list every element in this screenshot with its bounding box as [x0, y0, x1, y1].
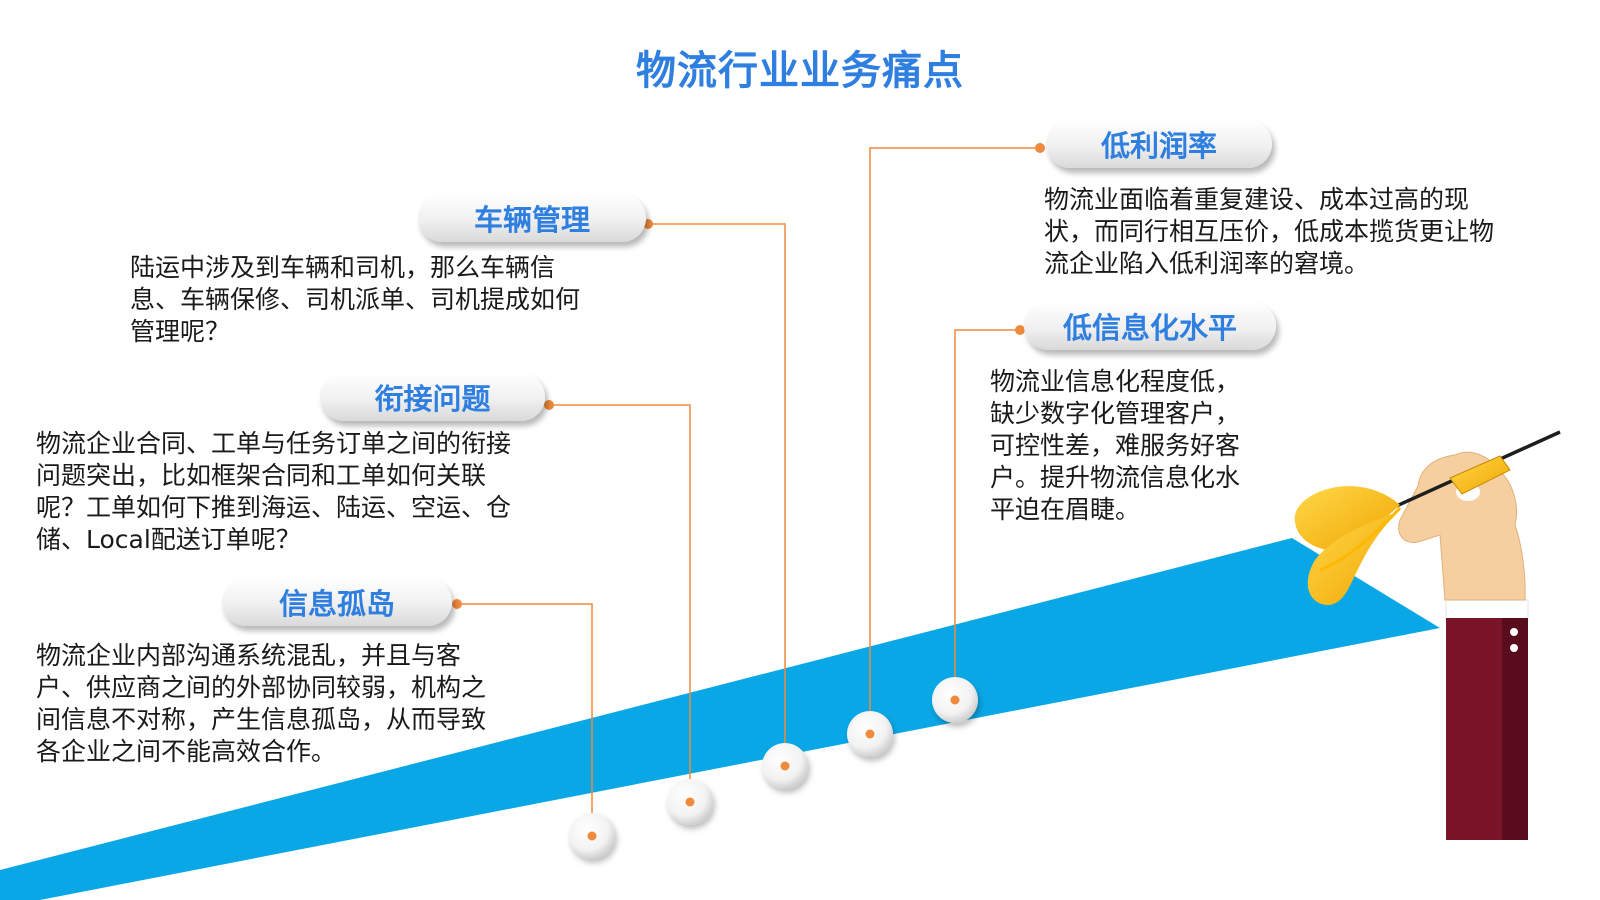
desc-low-informatization: 物流业信息化程度低，缺少数字化管理客户，可控性差，难服务好客户。提升物流信息化水…	[990, 367, 1241, 524]
pill-information-island: 信息孤岛	[222, 578, 452, 626]
desc-vehicle-management: 陆运中涉及到车辆和司机，那么车辆信息、车辆保修、司机派单、司机提成如何管理呢？	[130, 253, 581, 346]
milestone-circles	[569, 677, 978, 859]
connector-end-dots	[452, 143, 1045, 609]
connector-info-level	[954, 329, 1020, 700]
pill-low-profit: 低利润率	[1046, 120, 1272, 168]
desc-low-profit: 物流业面临着重复建设、成本过高的现状，而同行相互压价，低成本揽货更让物流企业陷入…	[1044, 185, 1495, 278]
connector-lines	[457, 147, 1040, 836]
blue-diagonal-band	[0, 538, 1440, 900]
sleeve-icon	[1445, 599, 1529, 840]
pill-linkage-issue: 衔接问题	[320, 373, 545, 421]
desc-linkage-issue: 物流企业合同、工单与任务订单之间的衔接问题突出，比如框架合同和工单如何关联呢？工…	[36, 429, 512, 554]
pill-low-informatization: 低信息化水平	[1024, 302, 1276, 350]
connector-vehicle	[648, 223, 786, 766]
connector-profit	[869, 147, 1040, 734]
connector-linkage	[549, 404, 691, 802]
desc-information-island: 物流企业内部沟通系统混乱，并且与客户、供应商之间的外部协同较弱，机构之间信息不对…	[36, 641, 487, 766]
connector-island	[457, 603, 593, 836]
dart-icon	[1294, 430, 1561, 606]
pill-vehicle-management: 车辆管理	[418, 194, 646, 242]
page-title: 物流行业业务痛点	[636, 48, 964, 94]
